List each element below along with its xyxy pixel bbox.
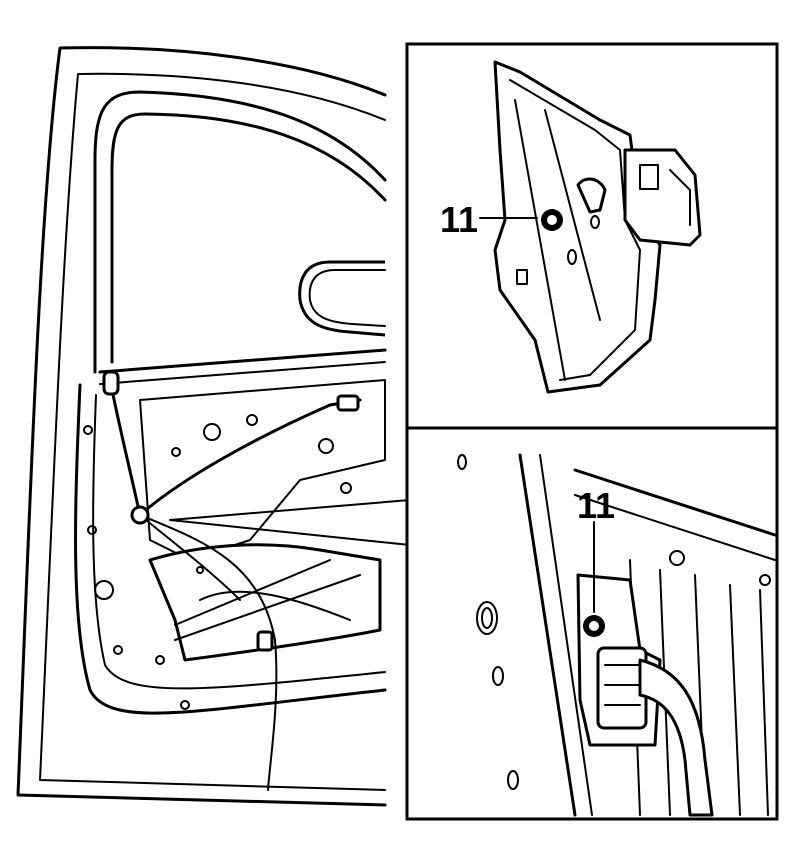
harness-bundle (638, 658, 714, 817)
bracket-rib (514, 99, 601, 381)
panel-holes (83, 414, 352, 710)
panel-holes-detail (457, 454, 771, 790)
inner-panel-edge-2 (92, 394, 386, 690)
harness-connector (336, 394, 360, 412)
cable-harness-branch-2 (139, 514, 241, 601)
bracket-inner-edge (509, 79, 641, 381)
harness-clip (102, 370, 120, 396)
mirror-patch (298, 260, 386, 337)
callout-label-bottom: 11 (577, 485, 615, 526)
mirror-patch-inner (308, 269, 386, 327)
detail-panel-top: 11 (405, 42, 779, 430)
door-main-view (16, 46, 411, 807)
window-frame-outer (93, 90, 387, 374)
door-edge-pillar-2 (539, 454, 593, 816)
door-inner-edge (39, 72, 386, 791)
leader-line (169, 499, 411, 546)
bracket-outline (493, 60, 662, 394)
bolt-location (130, 505, 150, 525)
bracket-hole-2 (590, 215, 600, 229)
harness-plug (256, 630, 274, 652)
connector-ribs-detail (604, 664, 641, 706)
clip (576, 177, 607, 214)
regulator-rail-1 (174, 574, 361, 641)
cable-harness-branch (139, 514, 278, 791)
connector-body (623, 148, 702, 247)
belt-line (98, 348, 387, 374)
bolt-icon (541, 209, 563, 231)
bracket-slot (516, 269, 528, 285)
upper-rail-lower (574, 494, 776, 561)
connector-tab (639, 164, 659, 190)
door-outer-edge (16, 46, 387, 807)
door-edge-pillar (518, 453, 577, 817)
connector-lock (669, 169, 691, 226)
window-frame-inner (110, 112, 387, 364)
bolt-icon-detail (583, 615, 605, 637)
inner-panel-edge (74, 383, 387, 715)
upper-rail (573, 468, 777, 537)
callout-label-top: 11 (440, 199, 478, 240)
belt-line-lower (99, 361, 386, 385)
cable-harness (108, 378, 362, 517)
bracket-hole (567, 249, 577, 265)
detail-panel-bottom: 11 (405, 426, 779, 821)
regulator-arm (199, 590, 351, 621)
module-plate (139, 379, 386, 561)
